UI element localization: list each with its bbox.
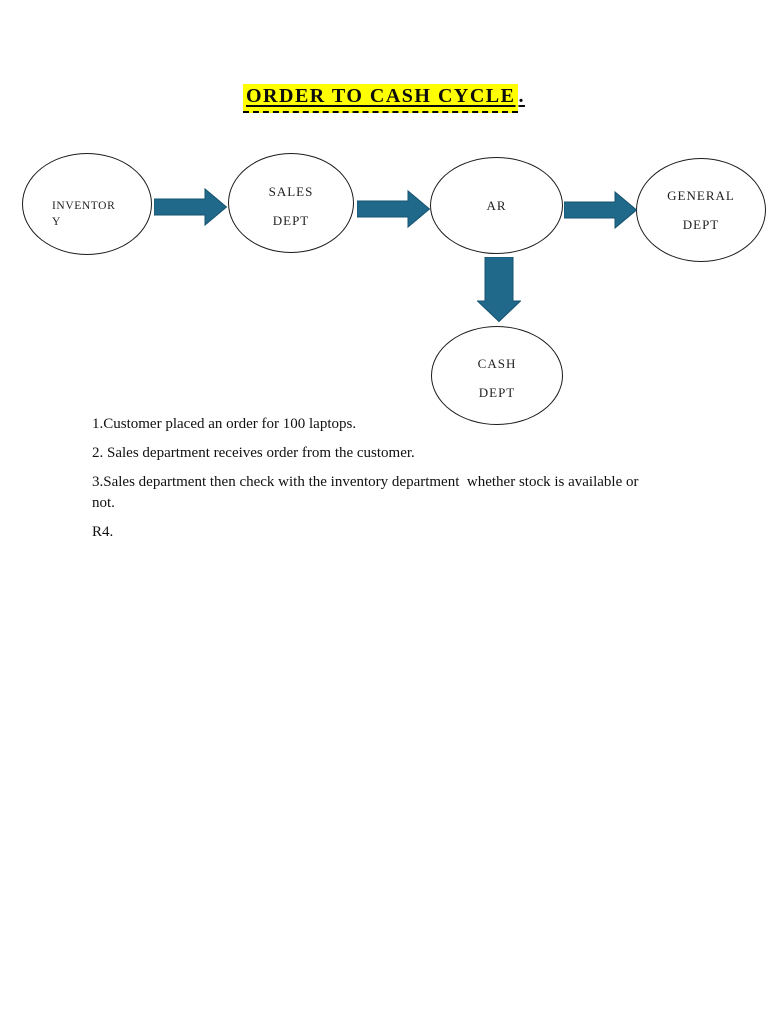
- arrow-sales-to-ar-icon: [357, 189, 431, 229]
- node-general-label-line: GENERAL: [667, 188, 735, 203]
- step-2: 2. Sales department receives order from …: [92, 445, 415, 461]
- node-sales-dept: SALES DEPT: [228, 153, 354, 253]
- title-text: ORDER TO CASH CYCLE: [246, 85, 516, 107]
- step-4: R4.: [92, 524, 114, 540]
- node-inventory-label-line: INVENTOR: [52, 200, 116, 212]
- page-title: ORDER TO CASH CYCLE.: [0, 84, 768, 113]
- node-inventory: INVENTOR Y: [22, 153, 152, 255]
- arrow-ar-to-general-icon: [564, 190, 638, 230]
- steps-list: 1.Customer placed an order for 100 lapto…: [92, 414, 677, 551]
- step-3: 3.Sales department then check with the i…: [92, 474, 639, 511]
- arrow-inventory-to-sales-icon: [154, 187, 228, 227]
- node-cash-label-line: CASH: [477, 355, 517, 371]
- node-general-dept: GENERAL DEPT: [636, 158, 766, 262]
- node-inventory-label-line: Y: [52, 216, 61, 228]
- step-1: 1.Customer placed an order for 100 lapto…: [92, 416, 357, 432]
- title-highlight: ORDER TO CASH CYCLE: [243, 84, 519, 113]
- node-ar: AR: [430, 157, 563, 254]
- node-ar-label-line: AR: [486, 197, 507, 213]
- node-cash-label-line: DEPT: [478, 384, 516, 400]
- node-general-label-line: DEPT: [682, 217, 720, 232]
- title-trailing-period: .: [518, 85, 525, 107]
- node-sales-label-line: SALES: [268, 183, 314, 199]
- arrow-ar-to-cash-icon: [477, 257, 521, 323]
- node-cash-dept: CASH DEPT: [431, 326, 563, 425]
- node-sales-label-line: DEPT: [272, 212, 310, 228]
